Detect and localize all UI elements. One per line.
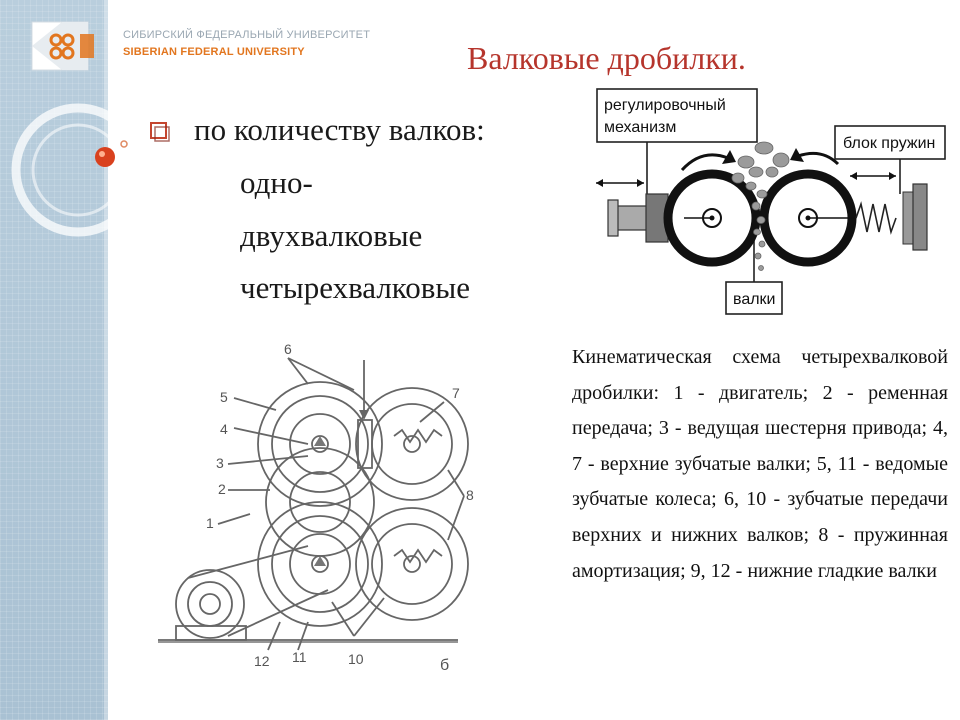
rolls-label-box [725,281,783,315]
university-logo-icon [31,21,94,71]
rolls-label: валки [733,291,776,308]
bullet-text-main: по количеству валков: [194,112,485,147]
crushed-material [731,141,790,271]
bullet-sub-item: одно- [240,165,313,200]
university-logo: СИБИРСКИЙ ФЕДЕРАЛЬНЫЙ УНИВЕРСИТЕТ SIBERI… [28,20,370,72]
sidebar-decoration [0,0,108,720]
diagram-number-3: 3 [216,455,224,471]
logo-text-english: SIBERIAN FEDERAL UNIVERSITY [123,46,305,58]
four-roll-crusher-diagram: 6 5 4 3 2 1 7 8 12 11 10 б [158,341,474,674]
diagram-letter-b: б [440,657,449,674]
diagram-number-10: 10 [348,651,364,667]
roll-crusher-schematic: регулировочный механизм блок пружин валк… [596,88,946,315]
springs-label-box [834,125,946,160]
diagram-number-4: 4 [220,421,228,437]
bullet-sub-item: двухвалковые [240,218,423,253]
bullet-sub-item: четырехвалковые [240,270,471,305]
diagram-number-5: 5 [220,389,228,405]
diagram-number-2: 2 [218,481,226,497]
diagram-number-7: 7 [452,385,460,401]
checkbox-bullet-icon [150,122,170,142]
decorative-circles [11,103,140,237]
diagram-number-1: 1 [206,515,214,531]
diagram-number-8: 8 [466,487,474,503]
diagram-caption: Кинематическая схема четырехвалковой дро… [572,346,948,582]
mechanism-label-line2: механизм [604,119,676,136]
slide-title: Валковые дробилки. [467,40,746,76]
diagram-number-12: 12 [254,653,270,669]
diagram-number-6: 6 [284,341,292,357]
mechanism-label-line1: регулировочный [604,97,726,114]
mechanism-label-box [596,88,758,143]
logo-text-russian: СИБИРСКИЙ ФЕДЕРАЛЬНЫЙ УНИВЕРСИТЕТ [123,29,371,41]
sidebar-edge [104,0,108,720]
diagram-number-11: 11 [292,649,307,665]
springs-label: блок пружин [843,135,935,152]
red-ball-icon [95,147,115,167]
